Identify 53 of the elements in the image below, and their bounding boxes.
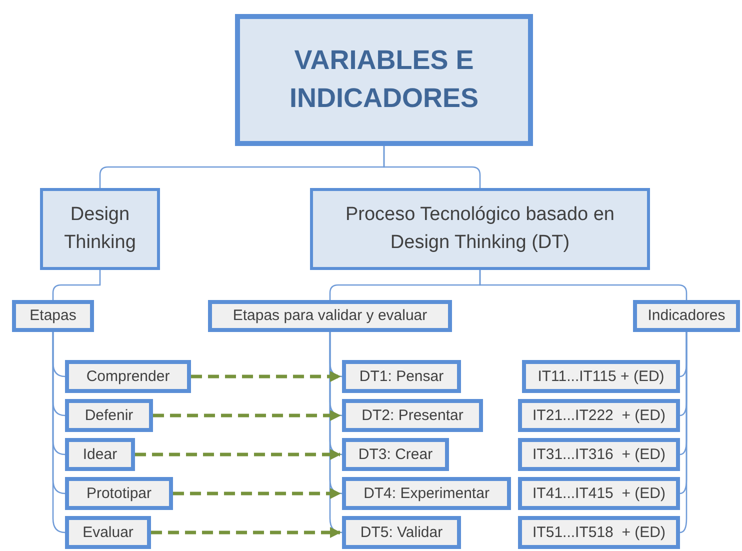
node-label: IT41...IT415 + (ED) (532, 484, 666, 504)
node-label: Etapas (30, 306, 76, 326)
item-box (342, 360, 461, 393)
item-box (518, 438, 680, 471)
node-label: DT2: Presentar (362, 406, 464, 426)
node-label: Etapas para validar y evaluar (232, 306, 428, 326)
group-box (12, 300, 94, 332)
item-box (65, 477, 173, 510)
item-box (65, 399, 153, 432)
connector-line (383, 146, 481, 188)
node-label: IT51...IT518 + (ED) (532, 522, 666, 543)
node-label: Proceso Tecnológico basado en Design Thinking (DT) (344, 203, 616, 255)
dashed-arrow (191, 370, 342, 382)
group-box (633, 300, 740, 332)
node-label: IT11...IT115 + (ED) (538, 366, 664, 387)
title-text: VARIABLES E INDICADORES (288, 44, 480, 115)
node-label: DT4: Experimentar (364, 484, 490, 504)
node-label: Indicadores (648, 306, 726, 326)
node-label: DT1: Pensar (359, 366, 444, 387)
item-box (342, 438, 449, 471)
item-box (518, 399, 680, 432)
connector-line (479, 270, 688, 300)
node-label: IT21...IT222 + (ED) (532, 406, 666, 426)
dashed-arrow (153, 410, 342, 422)
item-box (342, 477, 511, 510)
node-label: Evaluar (82, 522, 134, 543)
item-box (65, 360, 191, 393)
item-box (522, 360, 680, 393)
group-box (208, 300, 452, 332)
item-box (342, 399, 483, 432)
node-label: DT3: Crear (358, 444, 433, 465)
dashed-arrow (173, 488, 342, 500)
connector-line (52, 270, 101, 300)
node-label: Prototipar (86, 484, 152, 504)
category-box (310, 188, 650, 270)
connector-line (52, 332, 66, 534)
node-label: Comprender (86, 366, 170, 387)
item-box (65, 438, 135, 471)
node-label: Design Thinking (63, 203, 137, 255)
item-box (518, 477, 680, 510)
dashed-arrow (151, 526, 342, 538)
title-box (235, 14, 533, 146)
item-box (518, 516, 680, 549)
item-box (342, 516, 461, 549)
dashed-arrow (135, 448, 342, 460)
category-box (40, 188, 160, 270)
node-label: DT5: Validar (360, 522, 443, 543)
node-label: Defenir (84, 406, 134, 426)
item-box (65, 516, 151, 549)
node-label: Idear (82, 444, 118, 465)
connector-line (680, 332, 688, 534)
connector-line (329, 332, 342, 534)
node-label: IT31...IT316 + (ED) (532, 444, 666, 465)
